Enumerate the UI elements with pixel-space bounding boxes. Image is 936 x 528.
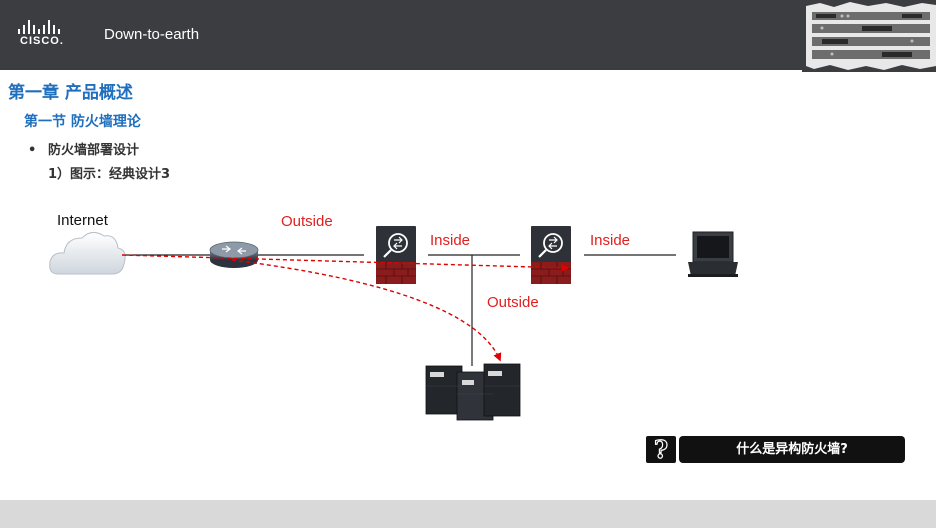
bullet-item: • 防火墙部署设计 [28,139,139,158]
header-bar: CISCO. Down-to-earth [0,0,936,72]
connection-lines [122,254,676,366]
question-button[interactable]: 什么是异构防火墙? [679,436,905,463]
footer-bar [0,500,936,528]
inside-label: Inside [590,232,630,249]
cisco-logo-icon [18,20,60,34]
outside-to-dmz-flow [231,259,502,362]
traffic-flows [121,254,570,362]
header-title: Down-to-earth [104,26,200,43]
server-rack-photo-icon [802,0,936,72]
cloud-icon [49,232,126,275]
sub-item: 1）图示：经典设计3 [48,167,171,182]
outside-label: Outside [487,294,539,311]
network-diagram: Internet Outside Inside Inside Outside [49,212,738,421]
svg-text:?: ? [654,436,668,463]
logo-text: CISCO. [20,35,64,47]
firewall-icon [376,226,416,284]
question-mark-icon: ? [653,434,668,464]
server-cluster-icon [425,363,521,421]
internet-label: Internet [57,212,109,229]
outside-to-inside-flow [121,254,570,273]
outside-label: Outside [281,213,333,230]
bullet-dot: • [28,143,37,158]
firewall-icon [531,226,571,284]
inside-label: Inside [430,232,470,249]
bullet-text: 防火墙部署设计 [48,143,140,158]
question-icon[interactable]: ? [646,434,676,465]
section-title: 第一节 防火墙理论 [24,114,141,130]
laptop-icon [688,231,738,277]
chapter-title: 第一章 产品概述 [8,83,133,103]
router-icon [209,241,259,268]
